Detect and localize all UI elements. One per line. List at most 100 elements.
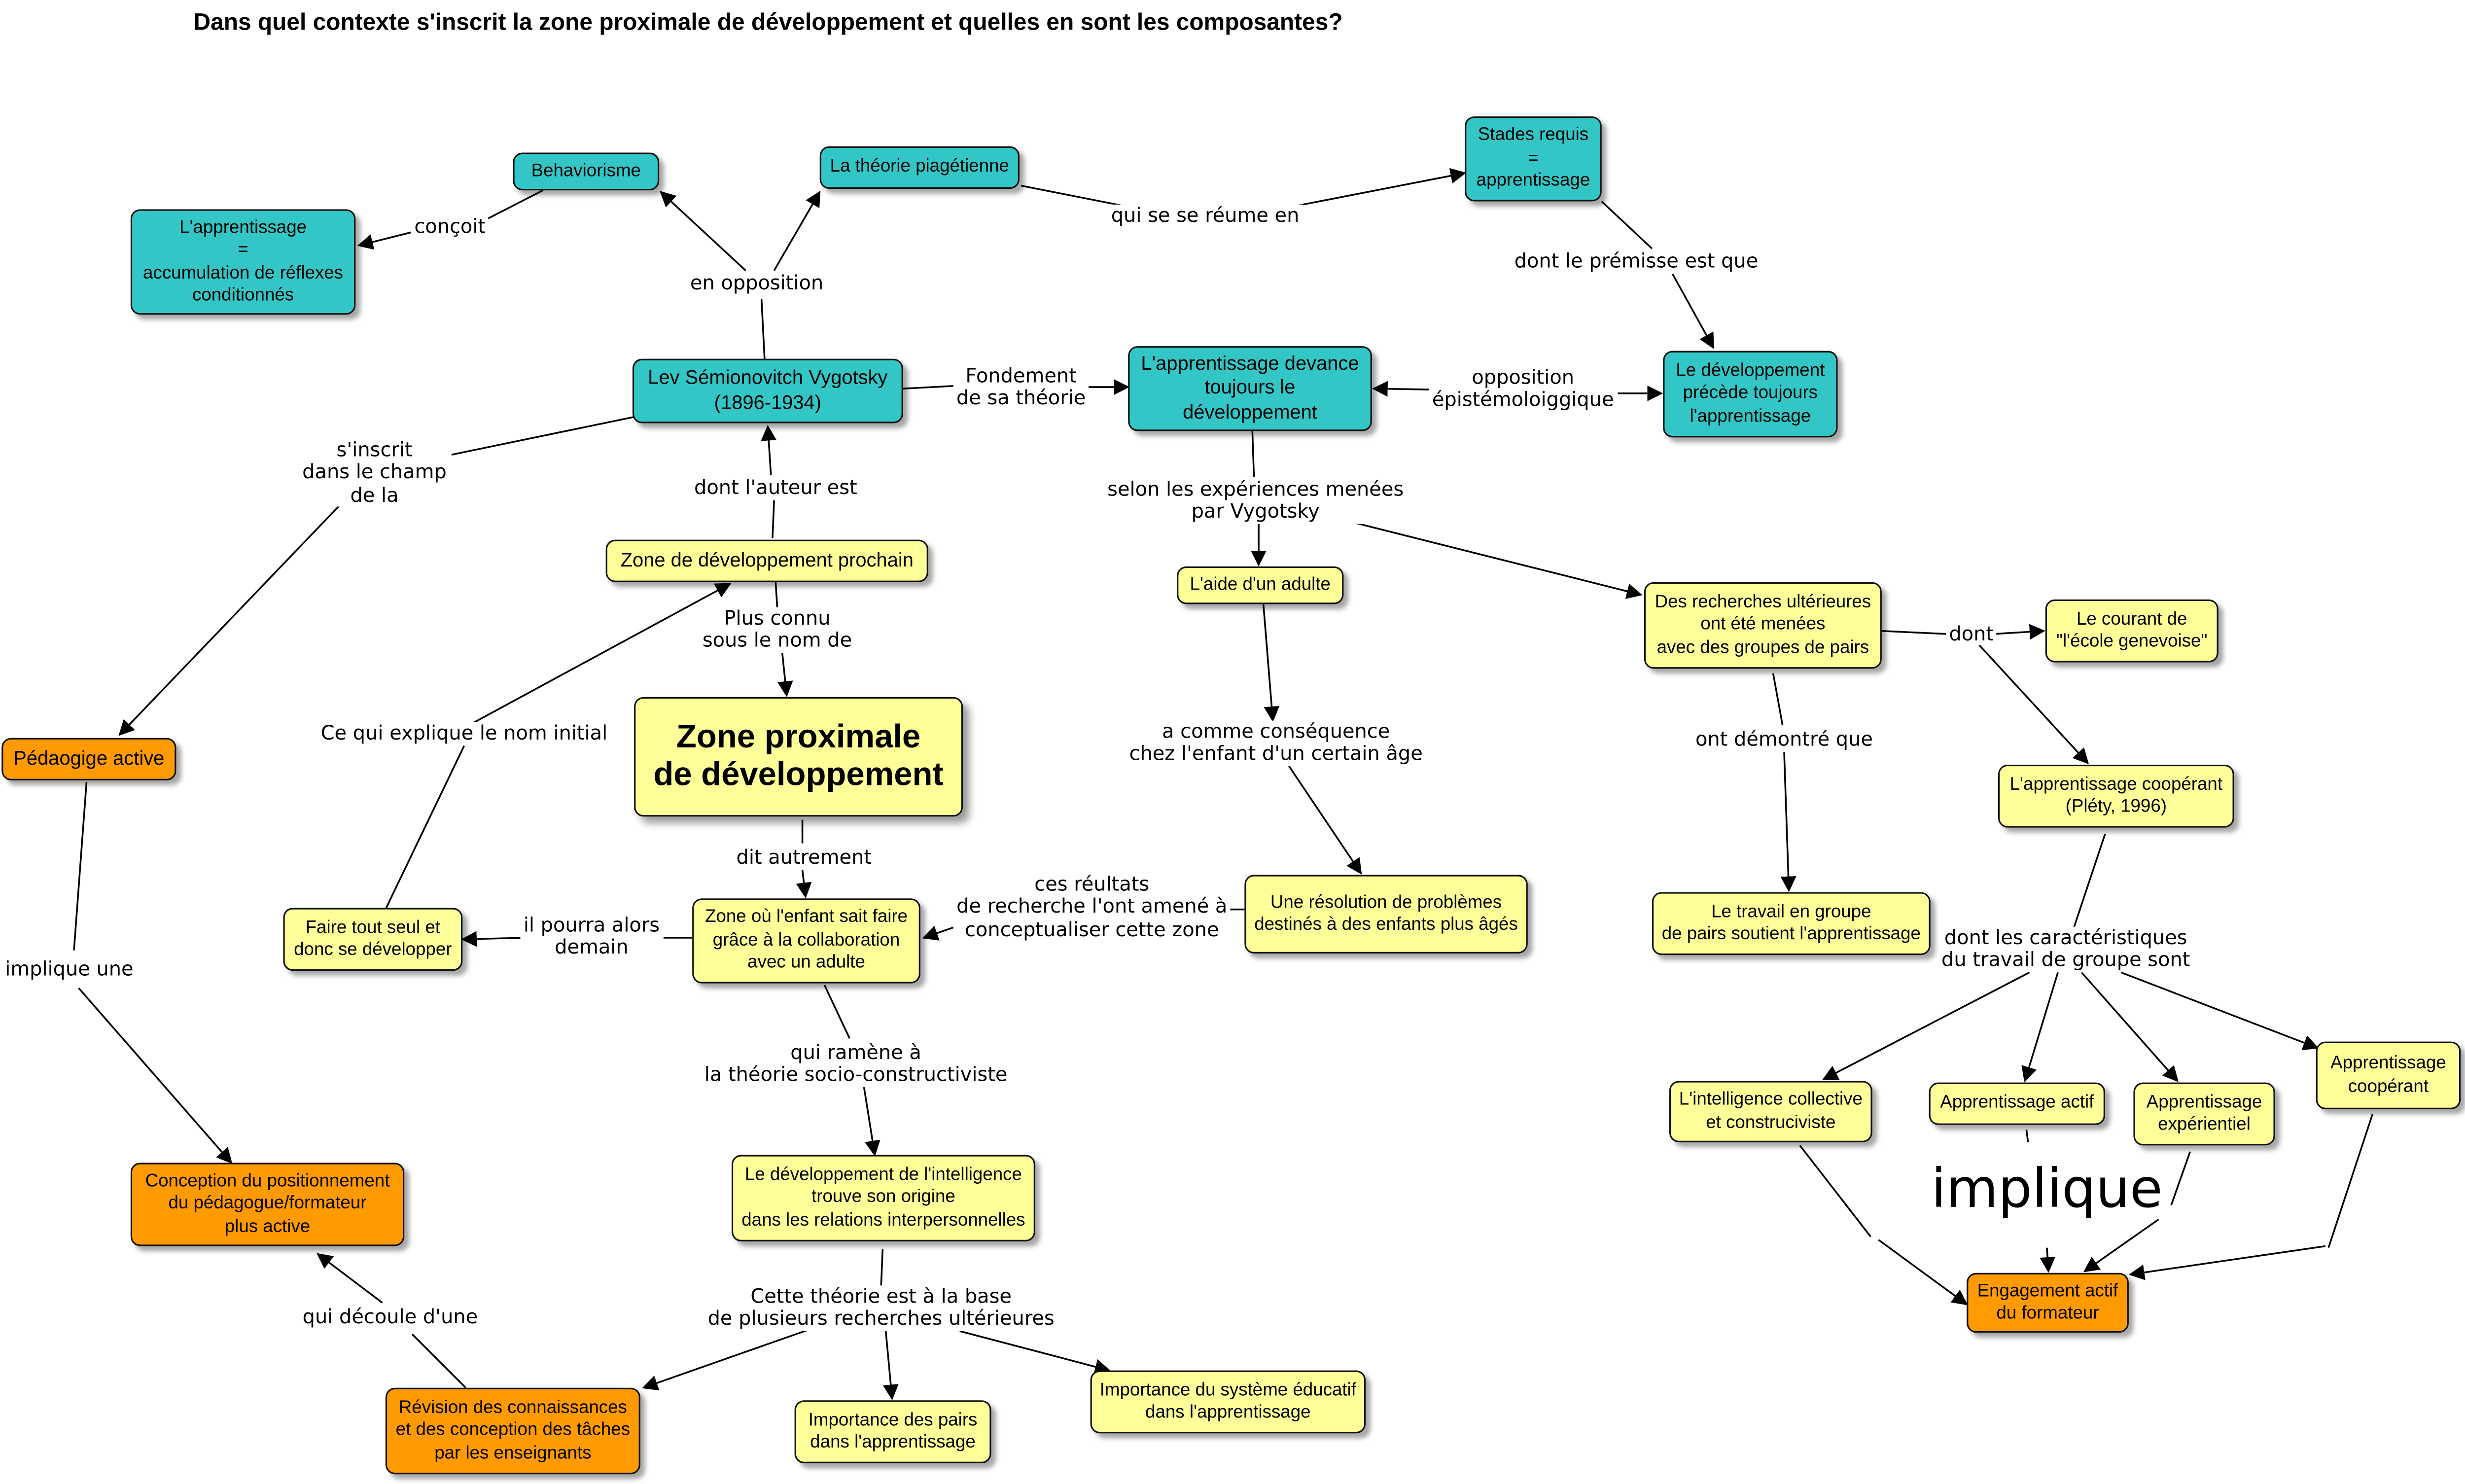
node-apprentissage-actif[interactable]: Apprentissage actif: [1929, 1082, 2105, 1125]
link-label-en-opposition: en opposition: [687, 271, 827, 295]
link-label-dont: dont: [1946, 622, 1997, 646]
link-label-dont-premisse: dont le prémisse est que: [1511, 249, 1761, 273]
connector: [411, 1334, 466, 1388]
node-apprentissage-experientiel[interactable]: Apprentissage expérientiel: [2133, 1082, 2275, 1146]
link-label-qui-se-resume: qui se se réume en: [1108, 203, 1303, 227]
node-pedagogie-active[interactable]: Pédaogige active: [1, 738, 176, 780]
connector: [761, 424, 777, 475]
connector: [863, 1085, 880, 1157]
connector: [484, 189, 543, 221]
link-label-il-pourra: il pourra alors demain: [520, 913, 663, 959]
connector: [2021, 972, 2059, 1083]
node-engagement-actif[interactable]: Engagement actif du formateur: [1967, 1272, 2129, 1333]
node-zone-proximale[interactable]: Zone proximale de développement: [634, 697, 963, 817]
connector: [2327, 1113, 2374, 1248]
connector: [2120, 971, 2319, 1051]
link-label-qui-decoule: qui découle d'une: [299, 1305, 481, 1329]
connector: [775, 582, 778, 607]
node-resolution-problemes[interactable]: Une résolution de problèmes destinés à d…: [1244, 875, 1528, 954]
connector: [357, 230, 416, 250]
link-label-sinscrit: s'inscrit dans le champ de la: [299, 438, 450, 507]
node-developpement-intelligence[interactable]: Le développement de l'intelligence trouv…: [731, 1155, 1035, 1241]
node-apprentissage-cooperant-plety[interactable]: L'apprentissage coopérant (Pléty, 1996): [1998, 764, 2234, 828]
connector: [1978, 644, 2089, 765]
node-vygotsky[interactable]: Lev Sémionovitch Vygotsky (1896-1934): [632, 358, 903, 424]
node-zone-prochain[interactable]: Zone de développement prochain: [605, 539, 928, 582]
node-ecole-genevoise[interactable]: Le courant de "l'école genevoise": [2045, 599, 2218, 663]
connector: [1881, 630, 1950, 635]
connector: [2073, 833, 2106, 929]
link-label-plus-connu: Plus connu sous le nom de: [699, 606, 855, 653]
node-apprentissage-devance[interactable]: L'apprentissage devance toujours le déve…: [1128, 346, 1372, 431]
connector: [1286, 762, 1362, 875]
node-importance-systeme[interactable]: Importance du système éducatif dans l'ap…: [1090, 1370, 1366, 1434]
node-developpement-precede[interactable]: Le développement précède toujours l'appr…: [1663, 351, 1838, 438]
connector: [880, 1249, 884, 1287]
node-travail-groupe[interactable]: Le travail en groupe de pairs soutient l…: [1652, 892, 1931, 955]
link-label-a-comme-consequence: a comme conséquence chez l'enfant d'un c…: [1126, 720, 1426, 766]
connector: [1780, 752, 1796, 892]
node-apprentissage-cooperant[interactable]: Apprentissage coopérant: [2316, 1041, 2461, 1109]
link-label-implique: implique: [1925, 1163, 2169, 1216]
node-revision-connaissances[interactable]: Révision des connaissances et des concep…: [385, 1387, 640, 1475]
link-label-dont-caracteristiques: dont les caractéristiques du travail de …: [1938, 926, 2193, 972]
node-stades-requis[interactable]: Stades requis = apprentissage: [1465, 116, 1602, 202]
node-zone-enfant[interactable]: Zone où l'enfant sait faire grâce à la c…: [692, 898, 920, 984]
connector: [823, 985, 850, 1039]
node-theorie-piagetienne[interactable]: La théorie piagétienne: [819, 146, 1020, 189]
node-conception-positionnement[interactable]: Conception du positionnement du pédagogu…: [130, 1163, 405, 1246]
connector: [959, 1330, 1111, 1375]
connector: [2083, 1218, 2159, 1272]
connector: [903, 385, 963, 390]
connector: [2128, 1245, 2326, 1280]
node-aide-adulte[interactable]: L'aide d'un adulte: [1177, 566, 1344, 604]
connector: [73, 781, 88, 951]
connector: [451, 416, 634, 456]
connector: [2040, 1247, 2056, 1273]
connector: [317, 1253, 383, 1304]
connector: [1251, 431, 1255, 477]
node-intelligence-collective[interactable]: L'intelligence collective et construcivi…: [1669, 1081, 1872, 1142]
node-faire-seul[interactable]: Faire tout seul et donc se développer: [283, 908, 463, 971]
link-label-qui-ramene: qui ramène à la théorie socio-constructi…: [701, 1041, 1011, 1087]
connector: [118, 503, 342, 736]
connector: [777, 649, 793, 697]
connector: [773, 190, 821, 271]
link-label-dont-auteur: dont l'auteur est: [691, 475, 861, 499]
link-label-concoit: conçoit: [411, 214, 489, 239]
page-title: Dans quel contexte s'inscrit la zone pro…: [193, 9, 1343, 36]
link-label-ces-resultats: ces réultats de recherche l'ont amené à …: [953, 872, 1231, 941]
link-label-cette-theorie: Cette théorie est à la base de plusieurs…: [704, 1284, 1058, 1331]
link-label-fondement: Fondement de sa théorie: [953, 364, 1089, 411]
link-label-ont-demontre: ont démontré que: [1692, 727, 1876, 751]
link-label-selon-experiences: selon les expériences menées par Vygotsk…: [1104, 477, 1407, 524]
connector: [660, 191, 746, 272]
link-label-dit-autrement: dit autrement: [733, 845, 875, 869]
node-behaviorisme[interactable]: Behaviorisme: [513, 152, 660, 191]
connector: [772, 500, 775, 538]
connector: [1346, 520, 1643, 599]
connector: [1822, 971, 2030, 1080]
connector: [642, 1325, 819, 1391]
connector: [1295, 168, 1467, 207]
connector: [2025, 1130, 2029, 1143]
connector: [1992, 624, 2045, 640]
connector: [465, 583, 732, 728]
connector: [385, 745, 465, 910]
connector: [1878, 1239, 1968, 1306]
connector: [1262, 604, 1280, 722]
connector: [2170, 1151, 2191, 1206]
node-recherches-ulterieures[interactable]: Des recherches ultérieures ont été menée…: [1644, 582, 1882, 669]
link-label-implique-une: implique une: [1, 957, 137, 981]
connector: [1021, 184, 1126, 207]
connector: [2080, 972, 2179, 1082]
connector: [882, 1331, 899, 1401]
connector: [1772, 673, 1784, 726]
node-apprentissage-reflexes[interactable]: L'apprentissage = accumulation de réflex…: [130, 209, 356, 315]
connector: [78, 988, 233, 1164]
node-importance-pairs[interactable]: Importance des pairs dans l'apprentissag…: [794, 1400, 991, 1463]
connector: [1799, 1145, 1871, 1237]
connector: [1671, 273, 1714, 350]
link-label-ce-qui-explique: Ce qui explique le nom initial: [317, 721, 611, 745]
